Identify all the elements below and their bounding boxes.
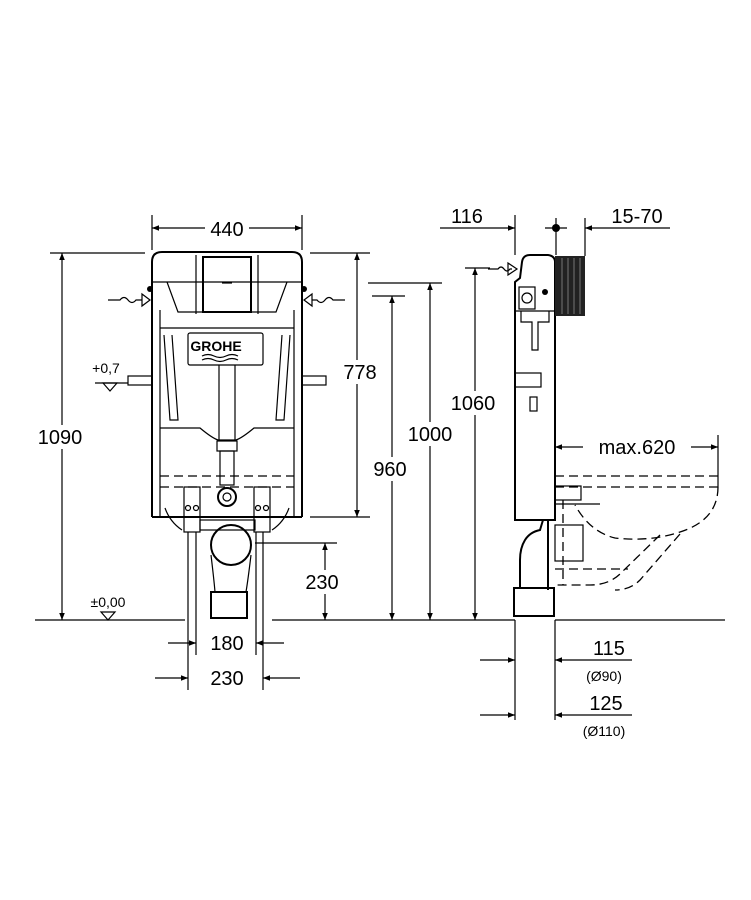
- dim-adjust-15-70: 15-70: [611, 206, 662, 228]
- flush-plate-opening: [202, 256, 252, 313]
- dim-foot-230: 230: [210, 668, 243, 690]
- drain-connection: [210, 524, 252, 566]
- grohe-logo-box: [187, 332, 264, 366]
- installation-frame-side: [513, 254, 600, 617]
- toilet-bowl-outline: [555, 475, 719, 591]
- dim-depth-125: 125: [589, 693, 622, 715]
- dim-depth-115: 115: [593, 638, 625, 660]
- water-inlet-side-icon: [488, 261, 519, 277]
- level-marker-icon: [101, 382, 119, 392]
- front-view: GROHE: [30, 215, 470, 690]
- grohe-logo: GROHE: [190, 338, 241, 354]
- side-view: 116 15-70 1060 max.620 115 (Ø90) 125 (Ø1…: [440, 206, 725, 739]
- dim-bowl-max-620: max.620: [599, 437, 676, 459]
- dim-height-1000: 1000: [408, 424, 453, 446]
- dim-drain-230: 230: [305, 572, 338, 594]
- dim-height-960: 960: [373, 459, 406, 481]
- dim-width-440: 440: [210, 219, 243, 241]
- installation-frame: GROHE: [127, 251, 327, 619]
- level-upper-label: +0,7: [92, 360, 120, 376]
- drain-pipe-side: [513, 587, 555, 617]
- pipe-diameter-90: (Ø90): [586, 668, 622, 684]
- water-inlet-left-icon: [108, 292, 151, 308]
- water-inlet-right-icon: [303, 292, 345, 308]
- dim-depth-116: 116: [451, 206, 483, 228]
- dim-foot-180: 180: [210, 633, 243, 655]
- dim-height-1090: 1090: [38, 427, 83, 449]
- foot-bracket-right: [253, 486, 271, 533]
- drain-pipe: [210, 591, 248, 619]
- level-floor-label: ±0,00: [91, 594, 126, 610]
- foot-bracket-left: [183, 486, 201, 533]
- level-marker-icon: [99, 611, 117, 621]
- flush-pipe-outlet: [217, 487, 237, 507]
- dim-height-778: 778: [343, 362, 376, 384]
- pipe-diameter-110: (Ø110): [583, 723, 626, 739]
- dim-height-1060: 1060: [451, 393, 496, 415]
